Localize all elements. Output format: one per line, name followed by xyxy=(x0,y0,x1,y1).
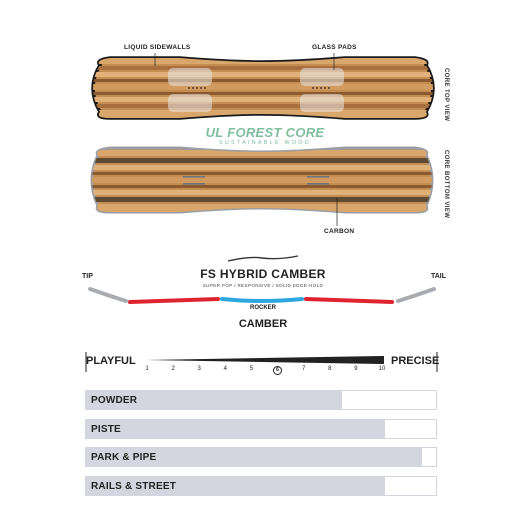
flex-playful-label: PLAYFUL xyxy=(86,355,136,367)
terrain-bar-label: PISTE xyxy=(91,423,121,435)
flex-tick: 9 xyxy=(354,366,358,372)
profile-subtitle: SUPER POP / RESPONSIVE / SOLID EDGE-HOLD xyxy=(202,283,324,288)
rocker-segment xyxy=(220,297,304,303)
bottom-board-outline xyxy=(90,146,434,214)
terrain-bar-fill xyxy=(86,391,342,409)
glass-pads xyxy=(168,68,344,112)
terrain-bar-label: PARK & PIPE xyxy=(91,452,157,463)
terrain-bar-label: POWDER xyxy=(91,395,138,406)
wood-stringers-bottom xyxy=(92,150,432,212)
flex-tick: 6 xyxy=(273,366,283,375)
flex-precise-label: PRECISE xyxy=(391,355,440,367)
tip-label: TIP xyxy=(82,273,93,280)
terrain-bar: PISTE xyxy=(85,418,437,439)
terrain-bar-label: RAILS & STREET xyxy=(91,480,177,492)
liquid-sidewalls-label: LIQUID SIDEWALLS xyxy=(124,44,191,51)
core-bottom-view-label: CORE BOTTOM VIEW xyxy=(443,150,449,219)
flex-scale-wedge xyxy=(146,356,384,364)
camber-segment-right xyxy=(304,297,394,304)
binding-inserts-bottom xyxy=(183,176,329,185)
flex-tick: 10 xyxy=(378,366,386,372)
brand-title: UL FOREST CORE xyxy=(205,125,325,140)
flex-tick: 1 xyxy=(145,366,149,372)
flex-tick: 5 xyxy=(249,366,254,372)
glass-pads-label: GLASS PADS xyxy=(312,44,357,51)
terrain-bar: PARK & PIPE xyxy=(85,447,437,467)
tail-rise xyxy=(396,287,436,303)
terrain-bar-fill xyxy=(86,419,386,438)
camber-segment-left xyxy=(128,297,220,304)
terrain-bar: POWDER xyxy=(85,390,437,410)
flex-tick: 4 xyxy=(223,366,227,372)
core-top-view-label: CORE TOP VIEW xyxy=(443,68,449,122)
top-board-outline xyxy=(91,56,435,120)
profile-wave-icon xyxy=(227,255,299,262)
terrain-bar-fill xyxy=(86,448,422,466)
rocker-label: ROCKER xyxy=(249,305,276,311)
binding-inserts-top xyxy=(188,87,330,89)
terrain-bar-fill xyxy=(86,476,386,495)
carbon-label: CARBON xyxy=(324,228,355,235)
camber-profile-diagram xyxy=(88,287,436,304)
profile-title: FS HYBRID CAMBER xyxy=(200,267,326,281)
brand-subtitle: SUSTAINABLE WOOD xyxy=(219,140,311,146)
terrain-bar: RAILS & STREET xyxy=(85,475,437,496)
flex-tick: 2 xyxy=(171,366,175,372)
flex-tick: 7 xyxy=(301,366,306,372)
tip-rise xyxy=(88,287,128,303)
tail-label: TAIL xyxy=(431,273,447,280)
camber-label: CAMBER xyxy=(238,318,288,330)
flex-tick: 3 xyxy=(197,366,201,372)
flex-tick: 8 xyxy=(328,366,332,372)
